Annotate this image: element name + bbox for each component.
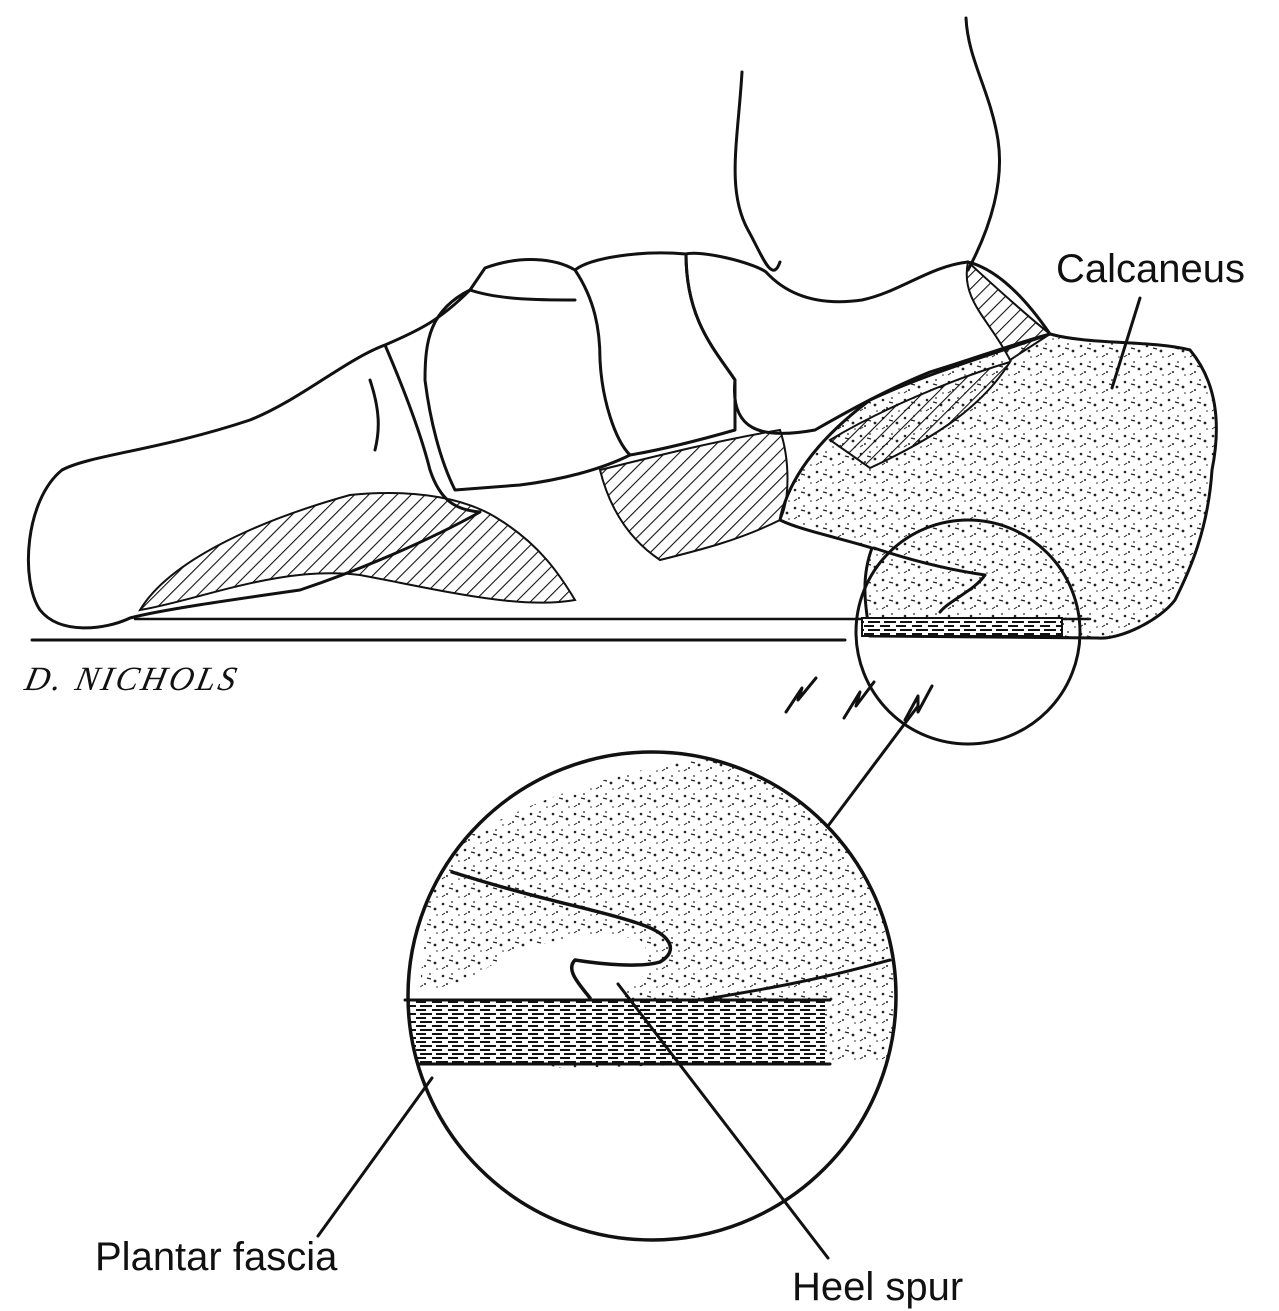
pain-mark-icons bbox=[786, 678, 932, 720]
tendon-hatching bbox=[140, 493, 575, 610]
plantar-fascia-label: Plantar fascia bbox=[95, 1235, 338, 1279]
calcaneus-label: Calcaneus bbox=[1056, 247, 1245, 291]
foot-skeleton bbox=[28, 18, 1216, 640]
plantar-fascia-leader bbox=[318, 1078, 432, 1236]
heel-spur-label: Heel spur bbox=[792, 1265, 963, 1309]
zoom-inset bbox=[405, 752, 900, 1240]
artist-signature: D. NICHOLS bbox=[21, 660, 243, 698]
leg-bones bbox=[735, 18, 999, 270]
